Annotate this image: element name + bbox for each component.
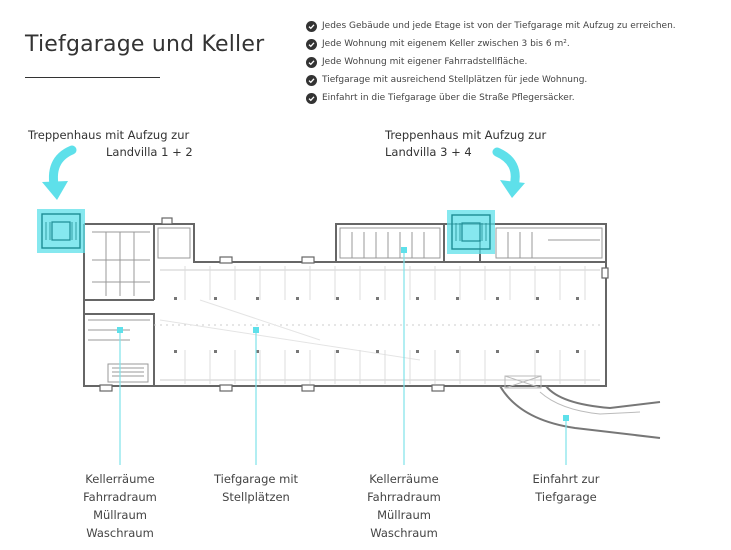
page-title: Tiefgarage und Keller xyxy=(25,32,265,57)
arrow-left-icon xyxy=(42,145,77,200)
feature-item: Jedes Gebäude und jede Etage ist von der… xyxy=(306,17,676,35)
callout-right-line2: Landvilla 3 + 4 xyxy=(385,145,472,159)
label-left-rooms-1: Kellerräume xyxy=(85,472,155,486)
entrance-ramp xyxy=(499,385,661,439)
label-right-rooms-2: Fahrradraum xyxy=(367,490,441,504)
check-icon xyxy=(306,20,317,32)
label-entrance: Einfahrt zur Tiefgarage xyxy=(516,470,616,506)
check-icon xyxy=(306,74,317,86)
label-left-rooms-3: Müllraum xyxy=(93,508,147,522)
feature-list: Jedes Gebäude und jede Etage ist von der… xyxy=(306,17,676,107)
label-garage: Tiefgarage mit Stellplätzen xyxy=(201,470,311,506)
label-entrance-1: Einfahrt zur xyxy=(532,472,600,486)
label-right-rooms-4: Waschraum xyxy=(370,526,438,540)
columns xyxy=(174,297,579,353)
feature-item: Jede Wohnung mit eigener Fahrradstellflä… xyxy=(306,53,676,71)
garage-walls xyxy=(83,223,607,387)
callout-right-line1: Treppenhaus mit Aufzug zur xyxy=(385,128,547,142)
leader-lines xyxy=(119,250,567,465)
leader-markers xyxy=(117,247,569,421)
callout-left-line2: Landvilla 1 + 2 xyxy=(106,145,193,159)
staircase-left-highlight xyxy=(37,209,85,253)
label-right-rooms-1: Kellerräume xyxy=(369,472,439,486)
right-storage-rooms xyxy=(339,227,603,389)
wall-niches xyxy=(99,217,609,392)
title-underline xyxy=(25,77,160,78)
left-storage-rooms xyxy=(88,227,191,383)
label-garage-1: Tiefgarage mit xyxy=(213,472,299,486)
feature-item: Jede Wohnung mit eigenem Keller zwischen… xyxy=(306,35,676,53)
label-left-rooms: Kellerräume Fahrradraum Müllraum Waschra… xyxy=(70,470,170,542)
check-icon xyxy=(306,92,317,104)
feature-item: Einfahrt in die Tiefgarage über die Stra… xyxy=(306,89,676,107)
callout-left: Treppenhaus mit Aufzug zur Landvilla 1 +… xyxy=(28,127,193,161)
callout-right: Treppenhaus mit Aufzug zur Landvilla 3 +… xyxy=(385,127,546,161)
label-left-rooms-2: Fahrradraum xyxy=(83,490,157,504)
label-right-rooms-3: Müllraum xyxy=(377,508,431,522)
staircase-right-highlight xyxy=(447,210,495,254)
ramp-edge xyxy=(539,391,641,415)
check-icon xyxy=(306,38,317,50)
label-right-rooms: Kellerräume Fahrradraum Müllraum Waschra… xyxy=(354,470,454,542)
feature-text: Jede Wohnung mit eigenem Keller zwischen… xyxy=(322,39,570,49)
feature-text: Tiefgarage mit ausreichend Stellplätzen … xyxy=(322,75,588,85)
parking-bays xyxy=(184,266,586,384)
label-left-rooms-4: Waschraum xyxy=(86,526,154,540)
feature-text: Jede Wohnung mit eigener Fahrradstellflä… xyxy=(322,57,528,67)
feature-text: Jedes Gebäude und jede Etage ist von der… xyxy=(322,21,676,31)
callout-left-line1: Treppenhaus mit Aufzug zur xyxy=(28,128,190,142)
label-garage-2: Stellplätzen xyxy=(222,490,290,504)
parking-lines xyxy=(154,269,600,381)
arrow-right-icon xyxy=(492,147,525,198)
feature-item: Tiefgarage mit ausreichend Stellplätzen … xyxy=(306,71,676,89)
check-icon xyxy=(306,56,317,68)
label-entrance-2: Tiefgarage xyxy=(535,490,597,504)
feature-text: Einfahrt in die Tiefgarage über die Stra… xyxy=(322,93,575,103)
